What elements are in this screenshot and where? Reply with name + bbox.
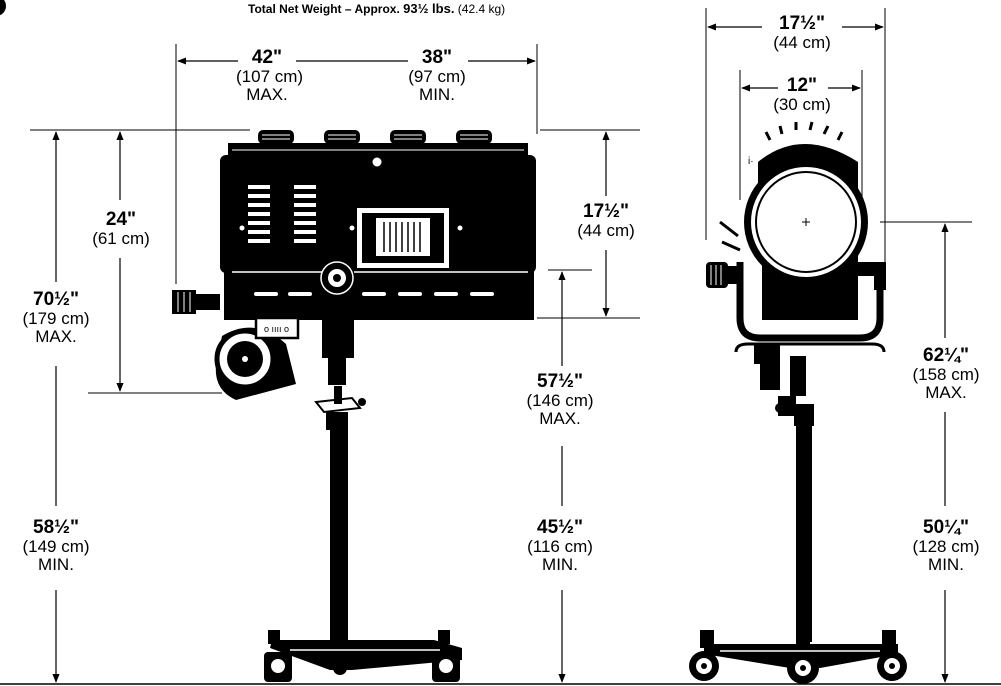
dim-head-height: 24" (61 cm) — [92, 209, 150, 248]
weight-label: Total Net Weight – Approx. — [248, 2, 400, 16]
dim-width-min: 38" (97 cm) MIN. — [408, 47, 466, 104]
dim-head-side: 17½" (44 cm) — [577, 201, 635, 240]
dim-width-max: 42" (107 cm) MAX. — [236, 47, 304, 104]
dim-lens-width: 12" (30 cm) — [773, 75, 831, 114]
dim-yoke-min: 45½" (116 cm) MIN. — [527, 517, 593, 574]
weight-metric: (42.4 kg) — [457, 2, 506, 16]
svg-text:i·: i· — [748, 156, 754, 167]
svg-text:o ıııı o: o ıııı o — [264, 324, 289, 334]
extension-lines — [0, 8, 1001, 685]
dim-total-max: 70½" (179 cm) MAX. — [22, 289, 90, 346]
weight-value: 93½ lbs. — [403, 1, 455, 16]
weight-title: Total Net Weight – Approx. 93½ lbs. (42.… — [248, 1, 505, 16]
corner-mark — [0, 0, 6, 16]
dim-total-min: 58½" (149 cm) MIN. — [22, 517, 90, 574]
dim-yoke-max: 57½" (146 cm) MAX. — [526, 371, 594, 428]
dim-front-width: 17½" (44 cm) — [773, 13, 831, 52]
front-view-fixture: i· — [689, 121, 907, 684]
dim-center-min: 50¼" (128 cm) MIN. — [912, 517, 980, 574]
dim-center-max: 62¼" (158 cm) MAX. — [912, 345, 980, 402]
side-view-fixture: o ıııı o — [172, 130, 536, 682]
